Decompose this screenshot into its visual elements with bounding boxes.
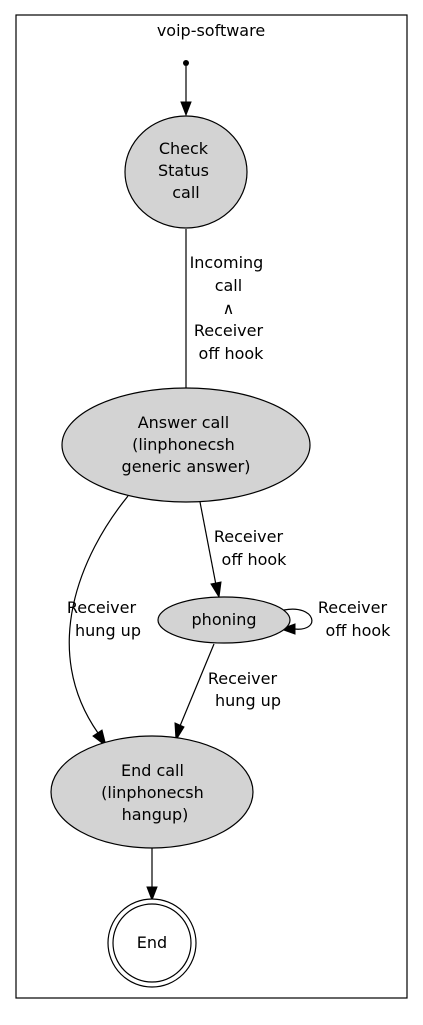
state-answer-call: Answer call (linphonecsh generic answer) [61, 387, 311, 503]
diagram-title: voip-software [157, 21, 265, 40]
state-end: End [107, 898, 197, 988]
label-phoning-to-end: Receiver hung up [208, 669, 282, 710]
state-end-label: End [137, 933, 167, 952]
arrowhead-answer-to-phoning [210, 581, 222, 599]
state-phoning: phoning [157, 596, 291, 644]
label-check-to-answer: Incoming call ∧ Receiver off hook [190, 253, 269, 363]
edge-answer-to-end [68, 495, 129, 734]
initial-state-dot [183, 60, 189, 66]
state-check-status-label: Check Status call [158, 139, 214, 202]
arrowhead-initial-to-check [180, 101, 192, 117]
state-end-call: End call (linphonecsh hangup) [50, 735, 254, 849]
arrowhead-answer-to-end [92, 729, 107, 748]
arrowhead-phoning-to-end [174, 722, 185, 742]
label-answer-to-end: Receiver hung up [67, 598, 141, 640]
state-end-call-label: End call (linphonecsh hangup) [101, 761, 209, 824]
edge-phoning-self-loop [283, 608, 313, 630]
cluster-frame [15, 14, 408, 999]
state-check-status: Check Status call [124, 115, 248, 229]
label-answer-to-phoning: Receiver off hook [214, 527, 288, 569]
label-phoning-self: Receiver off hook [318, 598, 392, 640]
arrowhead-end-call-to-end [146, 886, 158, 902]
edge-phoning-to-end [179, 643, 215, 727]
state-answer-call-label: Answer call (linphonecsh generic answer) [122, 413, 251, 476]
edge-answer-to-phoning [199, 501, 217, 586]
state-phoning-label: phoning [192, 610, 257, 629]
